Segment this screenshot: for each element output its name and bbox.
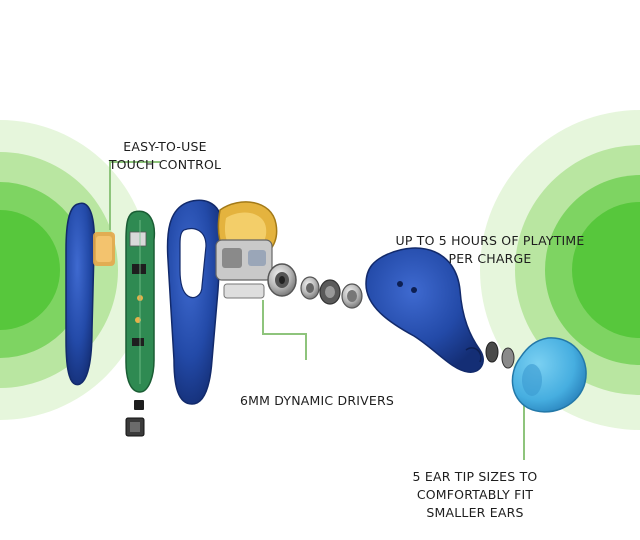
pcb-board [125, 210, 156, 393]
mesh-filters [485, 341, 515, 369]
earbud-body [166, 199, 223, 405]
ear-tips-line-2: COMFORTABLY FIT [416, 487, 534, 502]
touch-callout-line [109, 161, 160, 230]
playtime-label: UP TO 5 HOURS OF PLAYTIME PER CHARGE [340, 232, 640, 268]
driver-washer-1 [300, 276, 320, 300]
driver-washer-2 [319, 279, 341, 305]
driver-stack [267, 263, 363, 309]
small-components [125, 400, 145, 437]
callout-lines [109, 161, 525, 460]
nozzle-housing [365, 247, 484, 373]
touch-control-line-1: EASY-TO-USE [123, 139, 207, 154]
driver-washer-3 [341, 283, 363, 309]
ear-tips-label: 5 EAR TIP SIZES TO COMFORTABLY FIT SMALL… [410, 468, 540, 522]
ear-tip [511, 337, 587, 413]
right-green-rings [480, 110, 640, 430]
drivers-line-1: 6MM DYNAMIC DRIVERS [239, 393, 394, 408]
touch-shell-part [65, 202, 115, 386]
playtime-line-1: UP TO 5 HOURS OF PLAYTIME [395, 233, 585, 248]
touch-control-label: EASY-TO-USE TOUCH CONTROL [0, 138, 330, 174]
battery-flex-assembly [215, 201, 278, 299]
drivers-label: 6MM DYNAMIC DRIVERS [232, 392, 402, 410]
dynamic-driver [267, 263, 297, 297]
ear-tips-line-1: 5 EAR TIP SIZES TO [412, 469, 538, 484]
playtime-line-2: PER CHARGE [448, 251, 532, 266]
drivers-callout-line [262, 300, 307, 360]
touch-control-line-2: TOUCH CONTROL [108, 157, 222, 172]
ear-tips-line-3: SMALLER EARS [426, 505, 524, 520]
